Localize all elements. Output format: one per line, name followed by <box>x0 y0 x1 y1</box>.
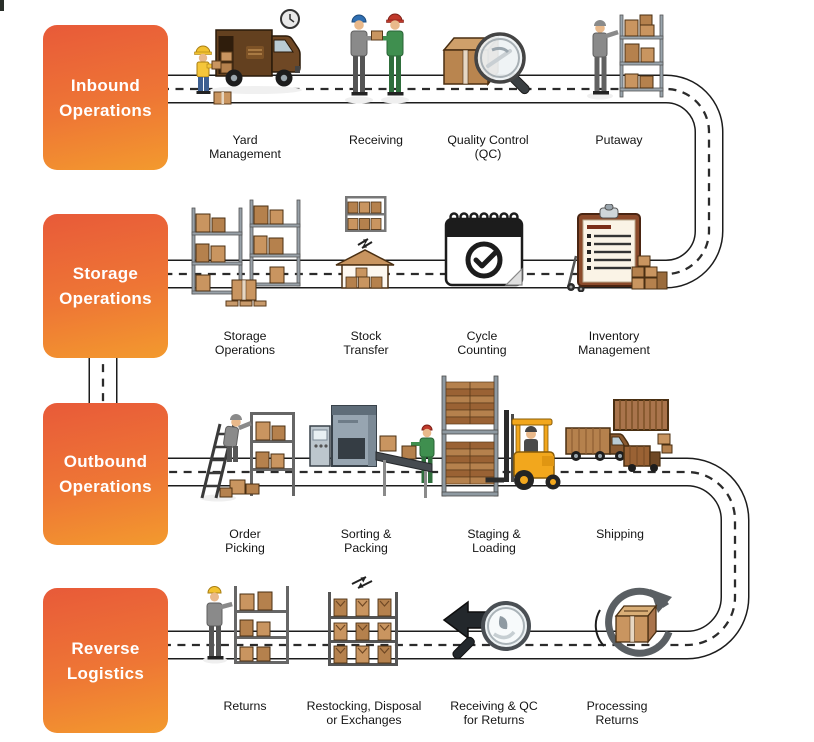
step-label-inventory-management: Inventory Management <box>578 329 650 357</box>
step-label-cycle-counting: Cycle Counting <box>457 329 507 357</box>
section-title: Reverse Logistics <box>66 638 145 683</box>
forklift-pallet-rack-icon <box>441 375 561 497</box>
section-box-outbound: Outbound Operations <box>43 403 168 545</box>
box-circular-arrow-icon <box>594 587 673 657</box>
section-box-storage: Storage Operations <box>43 214 168 358</box>
box-magnifier-icon <box>442 32 530 95</box>
step-label-restocking: Restocking, Disposal or Exchanges <box>306 699 422 727</box>
delivery-truck-clock-icon <box>194 9 302 105</box>
step-label-quality-control: Quality Control (QC) <box>447 133 529 161</box>
step-label-receiving-qc-returns: Receiving & QC for Returns <box>450 699 538 727</box>
ladder-shelf-picker-icon <box>200 412 295 502</box>
section-title: Inbound Operations <box>59 75 152 120</box>
step-label-returns: Returns <box>223 699 267 713</box>
section-box-reverse: Reverse Logistics <box>43 588 168 733</box>
section-box-inbound: Inbound Operations <box>43 25 168 170</box>
clipboard-checklist-boxes-icon <box>566 204 668 292</box>
step-label-yard-management: Yard Management <box>209 133 281 161</box>
worker-returns-shelf-icon <box>203 586 289 664</box>
step-label-processing-returns: Processing Returns <box>586 699 648 727</box>
trucks-containers-icon <box>565 399 673 472</box>
step-label-stock-transfer: Stock Transfer <box>343 329 389 357</box>
workers-handoff-icon <box>345 13 409 104</box>
return-arrow-magnifier-icon <box>442 600 531 660</box>
step-label-sorting-packing: Sorting & Packing <box>340 527 392 555</box>
worker-stocking-shelf-icon <box>587 14 664 100</box>
section-title: Storage Operations <box>59 264 152 308</box>
step-label-receiving: Receiving <box>349 133 403 147</box>
calendar-check-icon <box>444 212 524 287</box>
conveyor-sorting-machine-icon <box>309 405 435 498</box>
section-title: Outbound Operations <box>59 452 152 496</box>
step-label-order-picking: Order Picking <box>225 527 265 555</box>
step-label-shipping: Shipping <box>596 527 644 541</box>
restock-shelf-recycle-icon <box>328 576 398 666</box>
step-label-putaway: Putaway <box>595 133 643 147</box>
step-label-staging-loading: Staging & Loading <box>467 527 521 555</box>
screen-edge-artifact <box>0 0 4 11</box>
shelf-warehouse-arrows-icon <box>335 196 395 289</box>
step-label-storage-operations: Storage Operations <box>214 329 276 357</box>
storage-racks-pallet-icon <box>191 199 301 307</box>
